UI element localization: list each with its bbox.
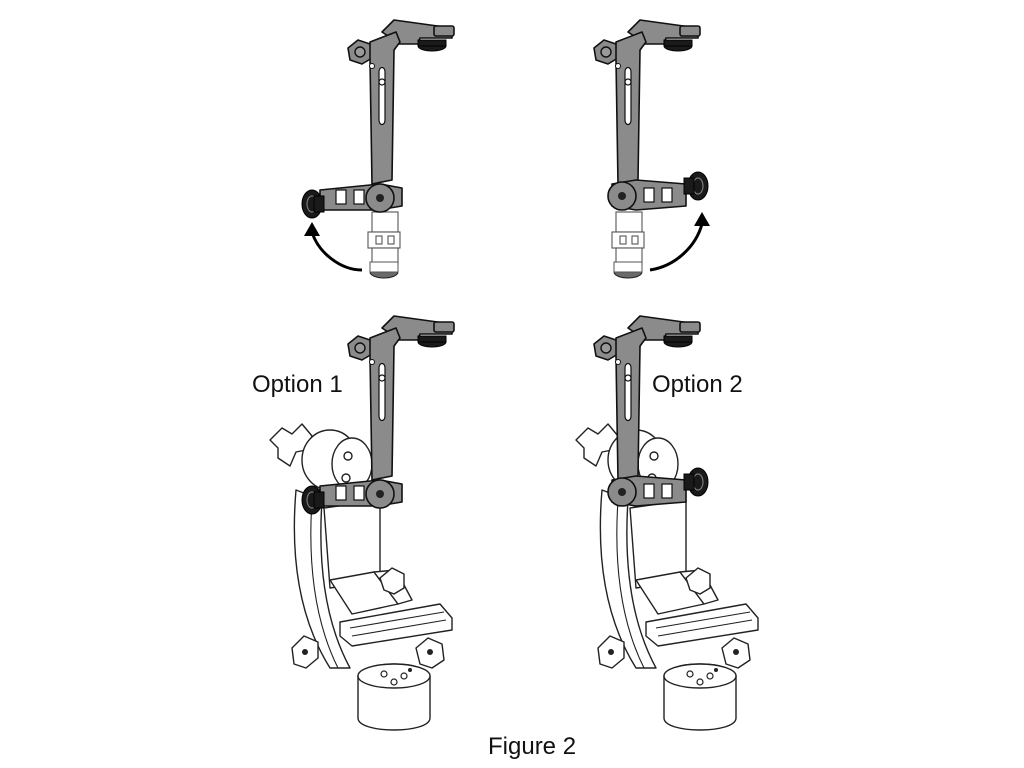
bottom-right-gimbal-assembly bbox=[575, 423, 759, 731]
option-2-label: Option 2 bbox=[652, 371, 743, 398]
top-left-arm-assembly bbox=[301, 19, 455, 279]
rotation-arrow-left bbox=[304, 222, 363, 272]
figure-caption: Figure 2 bbox=[488, 733, 577, 760]
option-1-label: Option 1 bbox=[252, 371, 343, 398]
bottom-right-arm bbox=[593, 315, 709, 507]
rotation-arrow-right bbox=[649, 212, 710, 272]
top-right-arm-assembly bbox=[593, 19, 709, 279]
